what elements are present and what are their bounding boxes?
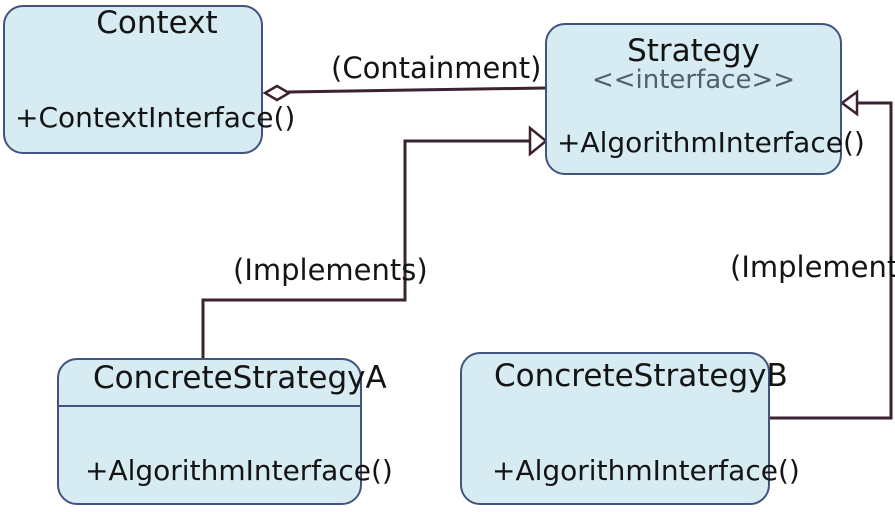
class-box-concrete-strategy-a: ConcreteStrategyA +AlgorithmInterface(): [57, 358, 393, 505]
implements-a-line: [201, 139, 530, 358]
realization-arrow-icon: [839, 89, 859, 117]
class-compartment-divider: [59, 405, 360, 407]
class-box-concrete-strategy-b: ConcreteStrategyB +AlgorithmInterface(): [460, 352, 800, 505]
implements-a-edge: [201, 125, 548, 358]
containment-edge: [262, 84, 546, 102]
class-method-context: +ContextInterface(): [15, 101, 296, 134]
implements-a-edge-label: (Implements): [233, 253, 428, 287]
stereotype-label: <<interface>>: [591, 65, 796, 95]
class-method-concrete-strategy-b: +AlgorithmInterface(): [492, 454, 800, 487]
containment-line: [287, 86, 546, 94]
aggregation-diamond-icon: [262, 84, 292, 102]
class-box-context: Context +ContextInterface(): [3, 5, 295, 154]
implements-b-line: [770, 101, 893, 420]
class-title-strategy: Strategy: [627, 33, 760, 69]
class-box-strategy: Strategy <<interface>> +AlgorithmInterfa…: [545, 23, 865, 175]
class-method-strategy: +AlgorithmInterface(): [557, 126, 865, 159]
realization-arrow-icon: [528, 125, 548, 157]
class-title-concrete-strategy-a: ConcreteStrategyA: [93, 360, 387, 396]
implements-b-edge-label: (Implements): [730, 250, 895, 284]
class-title-context: Context: [96, 5, 218, 41]
containment-edge-label: (Containment): [331, 51, 542, 85]
implements-b-edge: [770, 89, 893, 420]
class-title-concrete-strategy-b: ConcreteStrategyB: [494, 358, 788, 394]
class-method-concrete-strategy-a: +AlgorithmInterface(): [85, 454, 393, 487]
